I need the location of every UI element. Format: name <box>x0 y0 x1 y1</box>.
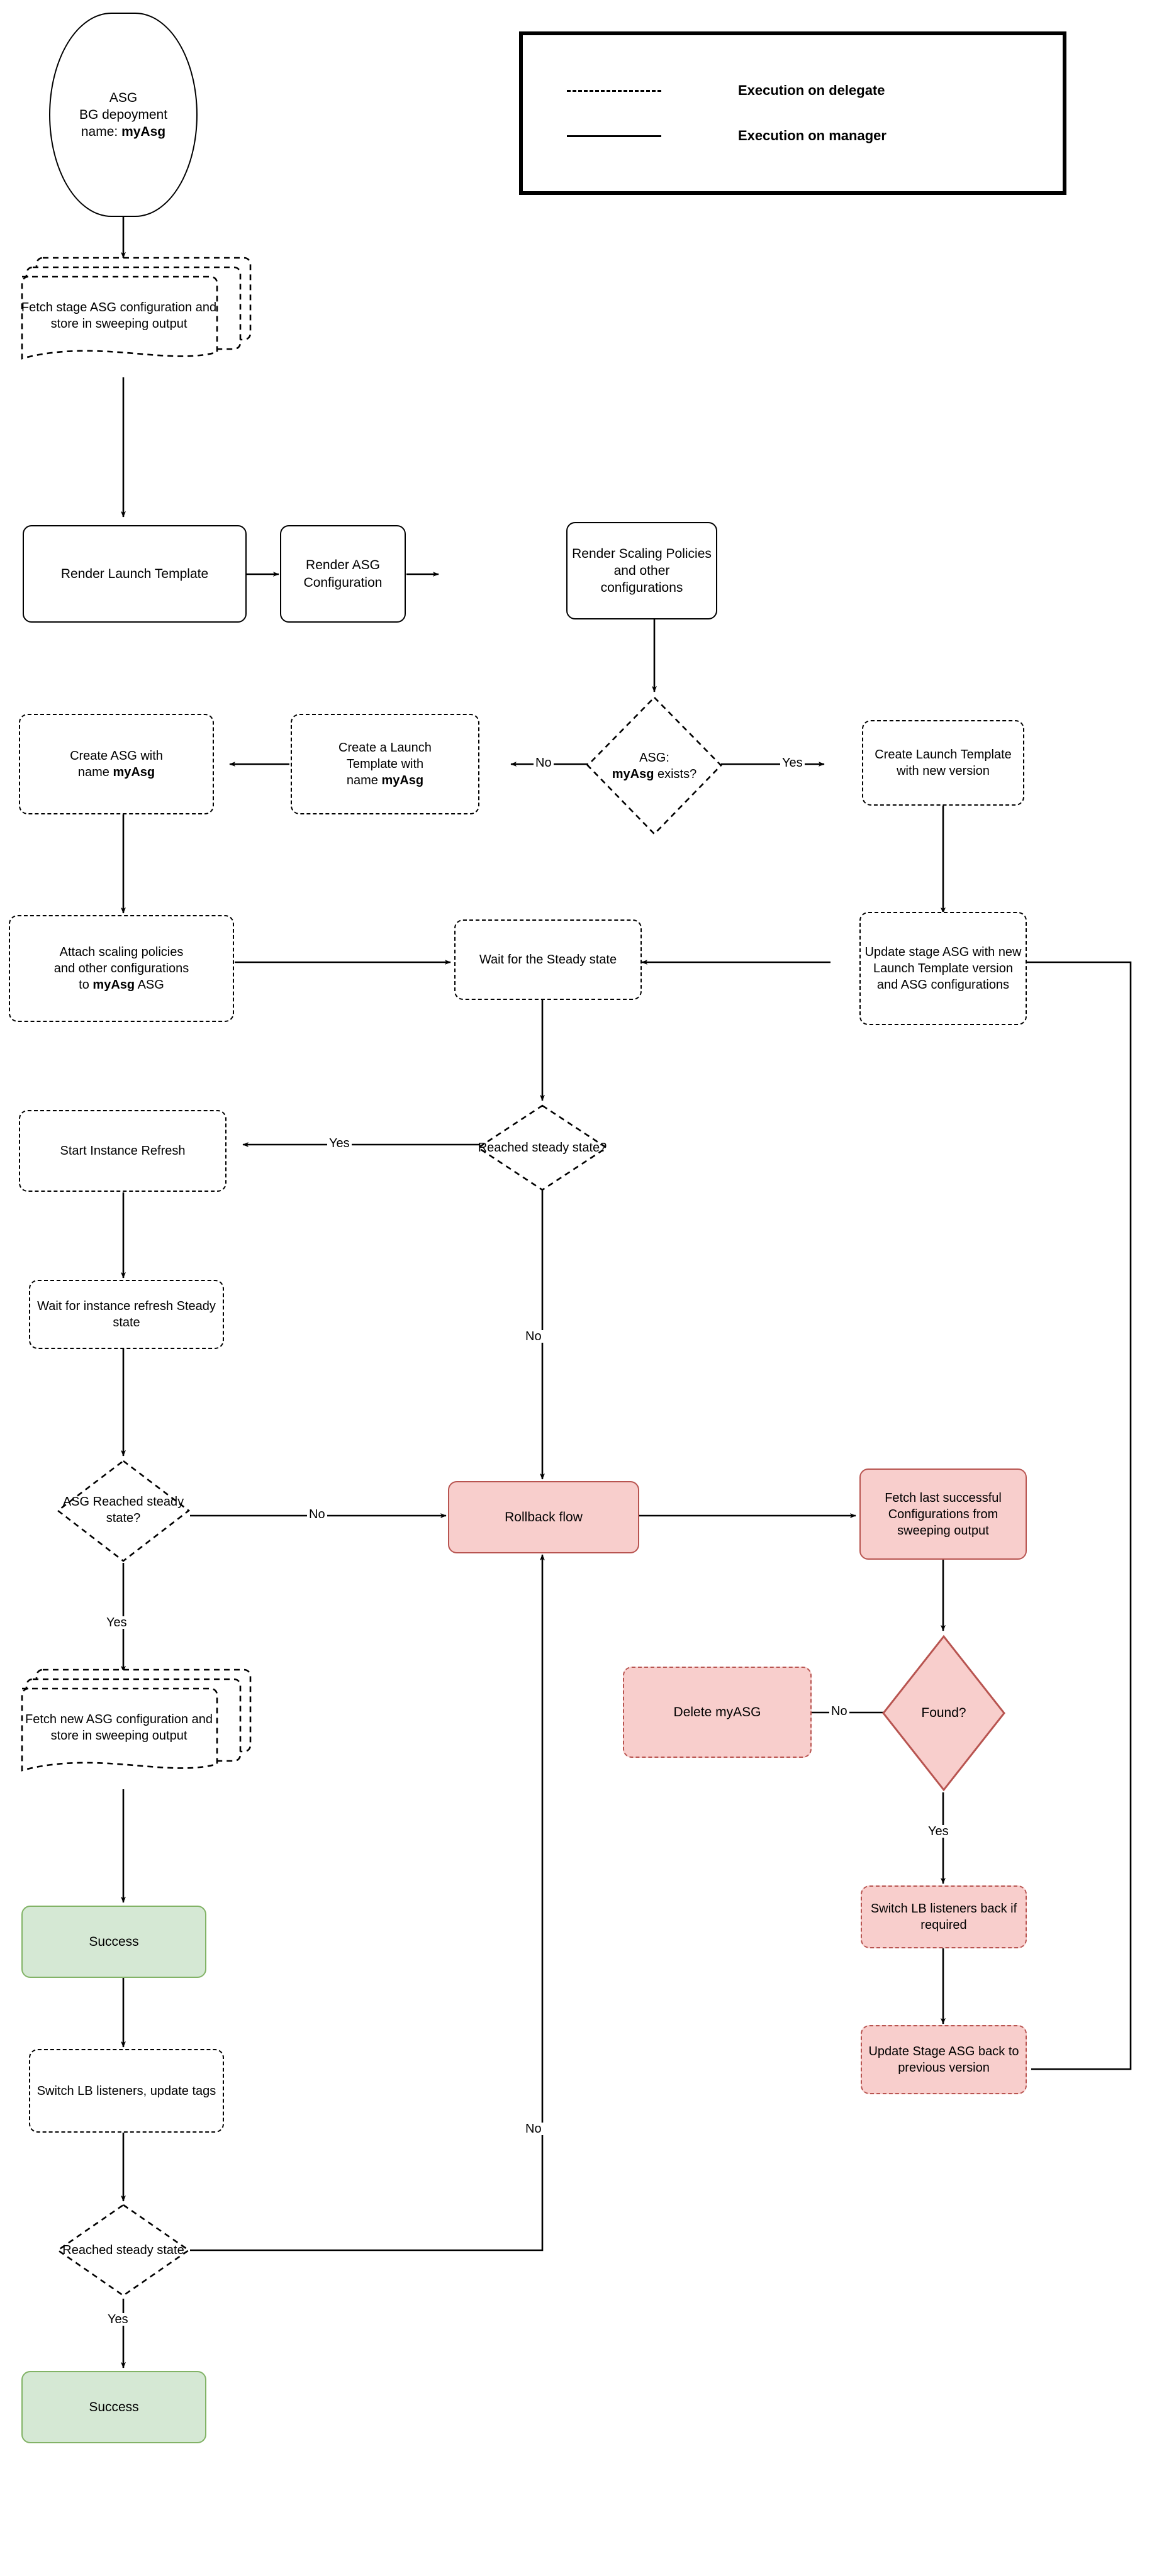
edge-label-reached-steady-yes: Yes <box>327 1137 352 1150</box>
edge-label-asg-exists-no: No <box>534 757 554 769</box>
node-fetch-new-asg-config[interactable]: Fetch new ASG configuration and store in… <box>9 1660 254 1796</box>
legend-label-manager: Execution on manager <box>738 128 886 143</box>
legend-row-manager: Execution on manager <box>567 128 886 144</box>
node-switch-lb-back[interactable]: Switch LB listeners back if required <box>861 1885 1027 1948</box>
diamond-icon <box>882 1635 1005 1792</box>
node-asg-exists-decision[interactable]: ASG: myAsg exists? <box>585 695 724 836</box>
node-create-launch-template-new[interactable]: Create Launch Template with new version <box>862 720 1024 806</box>
edge-label-bottom-steady-yes: Yes <box>106 2313 130 2326</box>
diamond-icon <box>56 1460 191 1562</box>
diamond-icon <box>586 696 722 835</box>
node-start-instance-refresh[interactable]: Start Instance Refresh <box>19 1110 226 1192</box>
fetch-stage-config-label: Fetch stage ASG configuration and store … <box>21 301 217 331</box>
node-attach-scaling-policies[interactable]: Attach scaling policies and other config… <box>9 915 234 1022</box>
node-render-launch-template[interactable]: Render Launch Template <box>23 525 247 623</box>
node-reached-steady-state-decision[interactable]: Reached steady state? <box>476 1104 609 1192</box>
node-delete-myasg[interactable]: Delete myASG <box>623 1667 812 1758</box>
edge-label-found-no: No <box>829 1705 849 1718</box>
node-success-bottom[interactable]: Success <box>21 2371 206 2443</box>
legend-row-delegate: Execution on delegate <box>567 82 885 99</box>
node-found-decision[interactable]: Found? <box>881 1634 1007 1792</box>
asg-exists-label: ASG: myAsg exists? <box>579 744 730 788</box>
edge-label-asg-reached-steady-no: No <box>307 1508 327 1521</box>
edge-label-asg-reached-steady-yes: Yes <box>104 1616 129 1629</box>
multi-document-icon <box>21 257 252 360</box>
attach-line-1: Attach scaling policies <box>59 945 184 959</box>
node-create-launch-template-named[interactable]: Create a Launch Template with name myAsg <box>291 714 479 814</box>
node-rollback-flow[interactable]: Rollback flow <box>448 1481 639 1553</box>
node-switch-lb-tags[interactable]: Switch LB listeners, update tags <box>29 2049 224 2133</box>
start-line-1: ASG <box>109 90 138 105</box>
attach-line-3: to myAsg ASG <box>79 978 164 992</box>
edge-label-found-yes: Yes <box>926 1825 951 1838</box>
legend-box: Execution on delegate Execution on manag… <box>519 31 1066 195</box>
edge-label-bottom-steady-no: No <box>523 2123 544 2135</box>
start-line-3: name: myAsg <box>81 125 166 140</box>
fetch-new-config-label: Fetch new ASG configuration and store in… <box>25 1713 213 1743</box>
node-start[interactable]: ASG BG depoyment name: myAsg <box>49 13 198 217</box>
reached-steady-bottom-label: Reached steady state <box>62 2243 184 2257</box>
node-fetch-last-successful[interactable]: Fetch last successful Configurations fro… <box>859 1468 1027 1560</box>
node-create-asg-named[interactable]: Create ASG with name myAsg <box>19 714 214 814</box>
create-lt-named-line-2: Template with <box>346 757 424 771</box>
create-lt-named-line-3: name myAsg <box>346 774 424 787</box>
node-asg-reached-steady-decision[interactable]: ASG Reached steady state? <box>55 1459 191 1563</box>
create-lt-named-line-1: Create a Launch <box>338 741 432 755</box>
legend-solid-line-icon <box>567 135 661 137</box>
legend-label-delegate: Execution on delegate <box>738 82 885 98</box>
node-wait-instance-refresh[interactable]: Wait for instance refresh Steady state <box>29 1280 224 1349</box>
multi-document-icon <box>21 1668 252 1772</box>
create-asg-named-line-2: name myAsg <box>77 765 155 779</box>
node-fetch-stage-config[interactable]: Fetch stage ASG configuration and store … <box>9 248 254 384</box>
start-line-2: BG depoyment <box>79 107 168 122</box>
node-render-scaling-policies[interactable]: Render Scaling Policies and other config… <box>566 522 717 619</box>
asg-exists-line-2: myAsg exists? <box>612 767 697 781</box>
legend-dashed-line-icon <box>567 89 661 92</box>
node-wait-for-steady-state[interactable]: Wait for the Steady state <box>454 919 642 1000</box>
diamond-icon <box>476 1104 608 1191</box>
edge-label-reached-steady-no: No <box>523 1330 544 1343</box>
create-asg-named-line-1: Create ASG with <box>70 749 163 763</box>
node-reached-steady-bottom-decision[interactable]: Reached steady state <box>55 2203 191 2297</box>
node-render-asg-configuration[interactable]: Render ASG Configuration <box>280 525 406 623</box>
node-success-top[interactable]: Success <box>21 1906 206 1978</box>
diamond-icon <box>56 2204 191 2297</box>
edge-update-stage-back-feedback <box>980 960 1132 2070</box>
node-update-stage-asg[interactable]: Update stage ASG with new Launch Templat… <box>859 912 1027 1025</box>
asg-exists-line-1: ASG: <box>639 751 669 765</box>
attach-line-2: and other configurations <box>53 962 189 975</box>
found-label: Found? <box>921 1706 966 1721</box>
asg-reached-steady-label: ASG Reached steady state? <box>62 1495 184 1525</box>
edge-label-asg-exists-yes: Yes <box>780 757 805 769</box>
node-update-stage-back[interactable]: Update Stage ASG back to previous versio… <box>861 2025 1027 2094</box>
edge-reached-bottom-no-to-rollback <box>190 1554 545 2251</box>
reached-steady-label: Reached steady state? <box>478 1141 607 1155</box>
